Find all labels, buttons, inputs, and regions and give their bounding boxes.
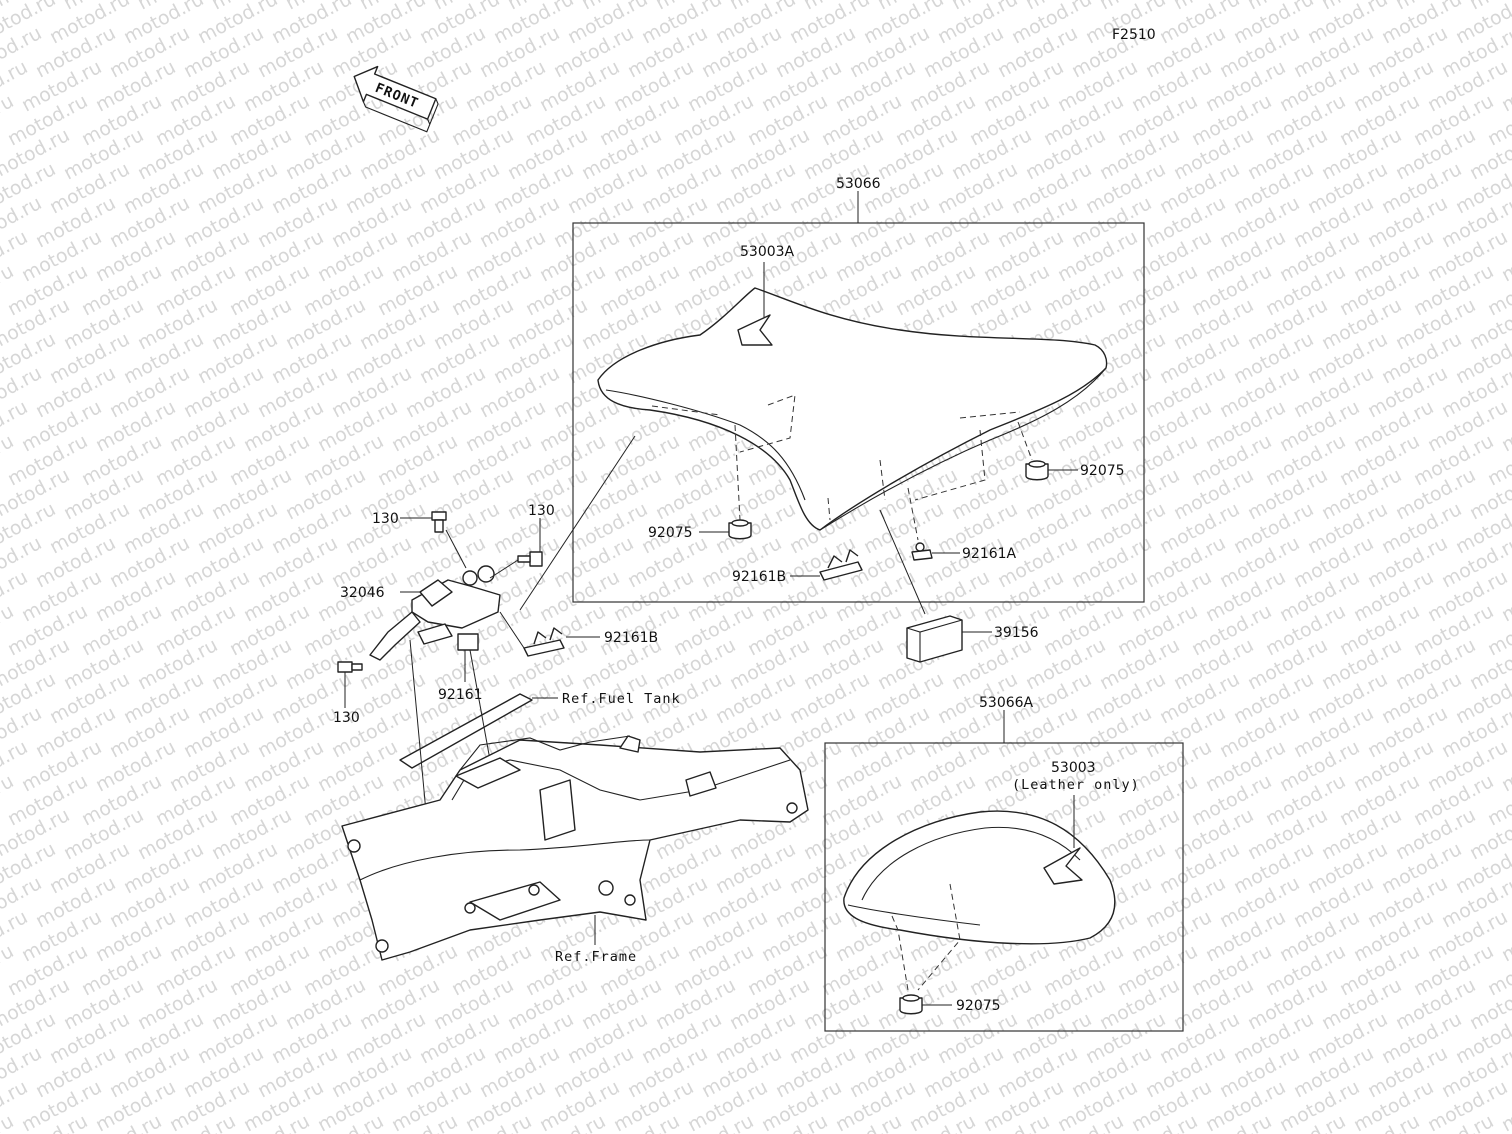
main-seat <box>597 287 1108 531</box>
label-bolt-top: 130 <box>372 511 399 527</box>
label-cover: 53003 <box>1051 760 1096 776</box>
bolt-right <box>517 551 543 567</box>
label-seat-assembly-a: 53066A <box>979 695 1034 711</box>
label-ref-frame: Ref.Frame <box>555 949 637 965</box>
fuel-tank-plate <box>399 693 533 769</box>
damper-left <box>728 519 752 540</box>
label-band-b-seat: 92161B <box>732 569 786 585</box>
pillion-seat <box>843 810 1116 945</box>
label-lock-bracket: 32046 <box>340 585 385 601</box>
label-seat-assembly: 53066 <box>836 176 881 192</box>
damper-pillion <box>899 994 923 1015</box>
bolt-top <box>431 511 447 533</box>
front-arrow-icon: FRONT <box>353 65 439 133</box>
label-damper-pillion: 92075 <box>956 998 1001 1014</box>
label-band-bracket: 92161 <box>438 687 483 703</box>
bolt-bottom <box>337 661 363 673</box>
frame <box>341 735 809 961</box>
band-b-bracket <box>523 627 565 657</box>
label-leather-only: (Leather only) <box>1012 777 1140 793</box>
label-bolt-right: 130 <box>528 503 555 519</box>
diagram-code: F2510 <box>1112 27 1156 43</box>
label-bolt-bottom: 130 <box>333 710 360 726</box>
label-pouch: 39156 <box>994 625 1039 641</box>
pouch <box>906 615 963 663</box>
band-a <box>911 542 933 561</box>
label-ref-fuel-tank: Ref.Fuel Tank <box>562 691 681 707</box>
band-b-seat <box>819 549 863 581</box>
label-cover-a: 53003A <box>740 244 795 260</box>
label-band-b-bracket: 92161B <box>604 630 658 646</box>
label-band-a: 92161A <box>962 546 1017 562</box>
lock-bracket <box>369 565 501 661</box>
label-damper-left: 92075 <box>648 525 693 541</box>
damper-right <box>1025 460 1049 481</box>
label-damper-right: 92075 <box>1080 463 1125 479</box>
